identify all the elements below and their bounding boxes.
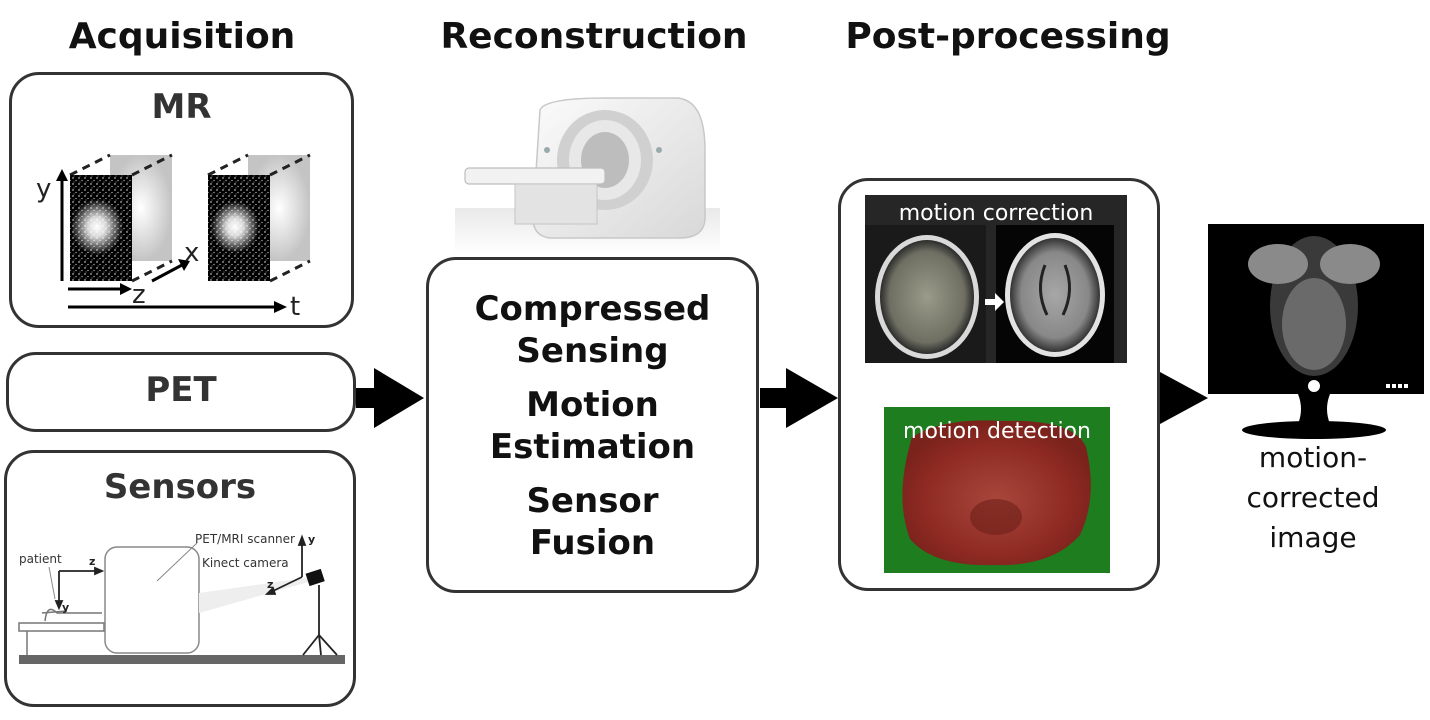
sketch-label-camera: Kinect camera	[202, 556, 289, 570]
patient-bed	[18, 608, 105, 655]
reconstruction-method-line: Sensor	[526, 481, 659, 521]
output-caption-line-1: motion-	[1258, 441, 1368, 474]
postprocessing-box: motion correction motion detection	[838, 178, 1160, 591]
sensors-title: Sensors	[103, 467, 257, 507]
reconstruction-method-line: Fusion	[529, 523, 656, 563]
sketch-label-scanner: PET/MRI scanner	[195, 532, 295, 546]
output-caption-line-2: corrected	[1246, 481, 1380, 514]
mr-title: MR	[151, 87, 212, 127]
output-caption: motion- corrected image	[1225, 438, 1401, 558]
motion-correction-panel: motion correction	[865, 195, 1127, 363]
axis-label-z: z	[132, 280, 146, 310]
axis-label-t: t	[290, 292, 300, 322]
pet-box: PET	[6, 352, 356, 432]
sensor-setup-sketch: patient PET/MRI scanner Kinect camera z …	[18, 532, 345, 664]
kspace-axes	[56, 169, 287, 313]
motion-detection-panel: motion detection	[884, 407, 1110, 573]
kinect-tripod	[264, 534, 338, 656]
sketch-label-y-left: y	[62, 601, 69, 614]
axis-label-y: y	[36, 174, 51, 204]
output-monitor	[1208, 224, 1424, 439]
heading-postprocessing: Post-processing	[845, 16, 1171, 57]
sketch-label-z-left: z	[89, 555, 95, 568]
pet-title: PET	[145, 370, 217, 410]
reconstruction-method-line: Compressed	[474, 289, 711, 329]
kinect-camera-icon	[305, 568, 325, 587]
reconstruction-method-line: Estimation	[489, 427, 696, 467]
reconstruction-method-line: Sensing	[516, 331, 669, 371]
sketch-label-patient: patient	[19, 552, 62, 566]
sketch-label-y-right: y	[308, 533, 315, 546]
motion-correction-label: motion correction	[898, 201, 1094, 226]
kspace-dashed-edges	[69, 153, 311, 283]
sketch-label-z-right: z	[267, 578, 273, 591]
mri-scanner-image	[455, 97, 720, 255]
kspace-illustration: y z x t	[36, 153, 311, 322]
sensors-box: Sensors	[4, 450, 356, 707]
heading-acquisition: Acquisition	[68, 16, 296, 57]
output-caption-line-3: image	[1269, 521, 1357, 554]
arrow-to-reconstruction	[356, 368, 424, 428]
mr-box: MR	[9, 72, 354, 328]
axis-label-x: x	[184, 238, 199, 268]
floor	[19, 655, 345, 664]
reconstruction-method-line: Motion	[526, 385, 659, 425]
patient-axes	[54, 566, 105, 611]
motion-detection-label: motion detection	[903, 419, 1091, 444]
arrow-to-output	[1160, 372, 1208, 424]
correction-arrow-icon	[985, 293, 1004, 311]
heading-reconstruction: Reconstruction	[440, 16, 748, 57]
arrow-to-postprocessing	[760, 368, 838, 428]
